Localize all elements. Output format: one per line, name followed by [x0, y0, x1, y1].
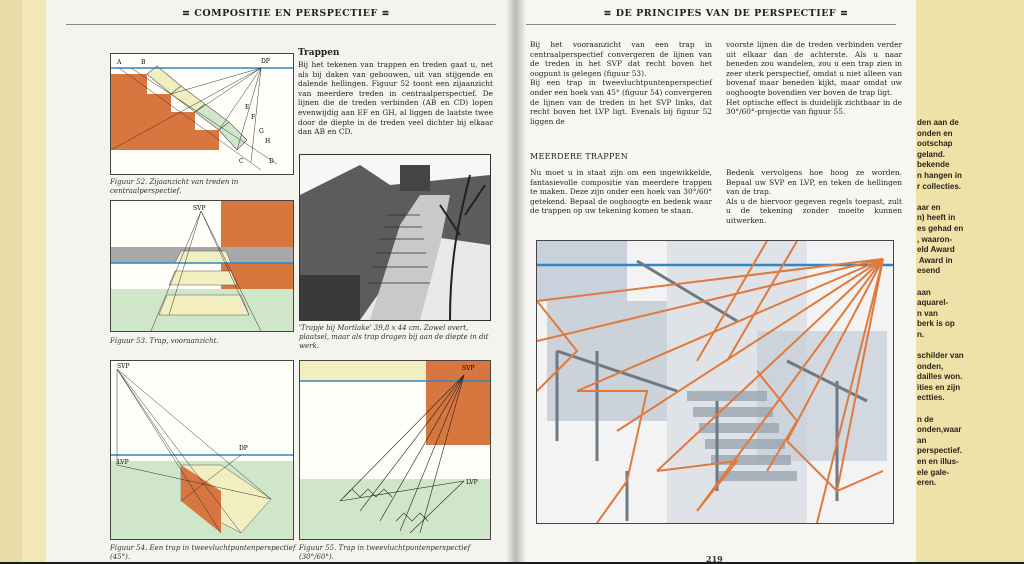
left-page: ≡ COMPOSITIE EN PERSPECTIEF ≡ DP A B F G…: [46, 0, 516, 562]
label-h: H: [265, 138, 271, 145]
label-d: D: [269, 158, 274, 165]
right-page: ≡ DE PRINCIPES VAN DE PERSPECTIEF ≡ Bij …: [516, 0, 916, 564]
fig55-caption: Figuur 55. Trap in tweevluchtpuntenpersp…: [299, 544, 471, 561]
left-header-text: COMPOSITIE EN PERSPECTIEF: [194, 8, 378, 19]
label-lvp-54: LVP: [117, 459, 129, 466]
etching-caption: 'Trapje bij Mortlake' 39,8 x 44 cm. Zowe…: [299, 324, 489, 350]
left-page-header: ≡ COMPOSITIE EN PERSPECTIEF ≡: [181, 8, 391, 19]
subheading-meerdere-trappen: MEERDERE TRAPPEN: [530, 152, 629, 161]
right-col2-bottom: Bedenk vervolgens hoe hoog ze worden. Be…: [726, 168, 902, 225]
figure-54: SVP LVP DP: [110, 360, 294, 540]
label-e: E: [245, 104, 250, 111]
figure-55: SVP LVP: [299, 360, 491, 540]
right-col1-bottom: Nu moet u in staat zijn om een ingewikke…: [530, 168, 712, 216]
label-dp: DP: [261, 58, 270, 65]
label-svp: SVP: [193, 205, 206, 212]
right-col2-top: voorste lijnen die de treden verbinden v…: [726, 40, 902, 117]
label-a: A: [117, 59, 122, 66]
right-header-text: DE PRINCIPES VAN DE PERSPECTIEF: [615, 8, 837, 19]
multiple-stairs-illustration: [536, 240, 894, 524]
right-col1-top: Bij het vooraanzicht van een trap in cen…: [530, 40, 712, 126]
section-title-trappen: Trappen: [298, 48, 340, 58]
fig53-caption: Figuur 53. Trap, vooraanzicht.: [110, 337, 219, 345]
page-number: 219: [706, 554, 723, 564]
left-body-text: Bij het tekenen van trappen en treden ga…: [298, 60, 493, 137]
fig52-caption: Figuur 52. Zijaanzicht van treden in cen…: [110, 178, 239, 195]
header-rule: [66, 24, 496, 25]
figure-53: SVP: [110, 200, 294, 332]
label-lvp-55: LVP: [466, 479, 478, 486]
book-gutter: [506, 0, 526, 562]
label-svp-55: SVP: [462, 365, 475, 372]
label-svp-54: SVP: [117, 363, 130, 370]
etching-image: [299, 154, 491, 321]
right-page-header: ≡ DE PRINCIPES VAN DE PERSPECTIEF ≡: [603, 8, 849, 19]
label-dp-54: DP: [239, 445, 248, 452]
back-book-text: den aan de onden en ootschap geland. bek…: [917, 118, 964, 488]
label-c: C: [239, 158, 244, 165]
back-book-page: den aan de onden en ootschap geland. bek…: [905, 0, 1024, 562]
label-g: G: [259, 128, 264, 135]
figure-52: DP A B F G H C D E: [110, 53, 294, 175]
header-rule-right: [526, 24, 896, 25]
label-b: B: [141, 59, 146, 66]
fig54-caption: Figuur 54. Een trap in tweevluchtpuntenp…: [110, 544, 296, 561]
label-f: F: [251, 114, 256, 121]
